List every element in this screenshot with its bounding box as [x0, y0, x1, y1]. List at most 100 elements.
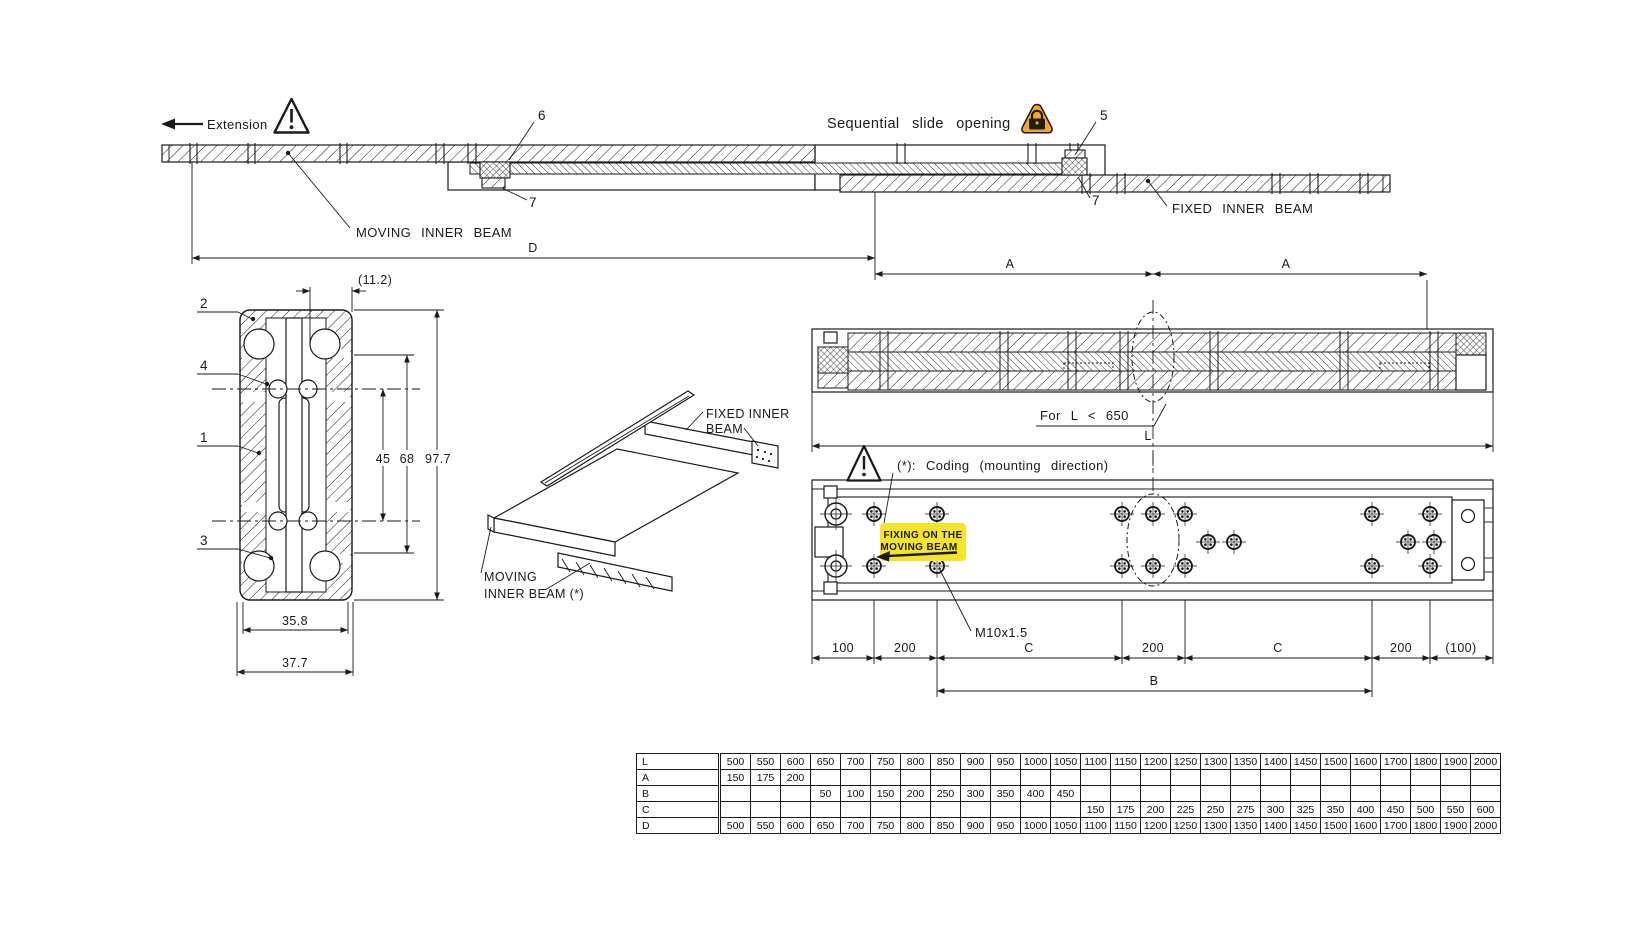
table-cell	[1320, 785, 1351, 802]
table-cell	[960, 801, 991, 818]
table-cell	[1230, 769, 1261, 786]
bolt-hole	[1173, 554, 1197, 578]
table-cell	[1170, 785, 1201, 802]
table-cell	[1200, 785, 1231, 802]
table-cell: 350	[990, 785, 1021, 802]
table-cell: 800	[900, 753, 931, 770]
table-cell: 1600	[1350, 753, 1381, 770]
table-cell	[1470, 785, 1501, 802]
table-cell: 1350	[1230, 817, 1261, 834]
mount-hole-large	[820, 550, 852, 582]
table-cell	[750, 801, 781, 818]
table-cell: 850	[930, 817, 961, 834]
table-cell	[930, 801, 961, 818]
table-cell: 900	[960, 753, 991, 770]
iso-fixed-beam-label-2: BEAM	[706, 422, 743, 436]
bolt-hole	[1196, 530, 1220, 554]
table-cell	[1020, 801, 1051, 818]
fixed-beam-section	[839, 174, 1391, 193]
table-cell: 550	[750, 753, 781, 770]
table-cell: 200	[1140, 801, 1171, 818]
inner-beam-web	[285, 317, 303, 593]
beam-rivet-ticks	[189, 143, 1369, 194]
table-cell: 300	[960, 785, 991, 802]
iso-fixed-beam-label-1: FIXED INNER	[706, 407, 790, 421]
dim-D: D	[528, 241, 537, 255]
table-cell	[1050, 769, 1081, 786]
table-cell: 150	[1080, 801, 1111, 818]
table-cell: 225	[1170, 801, 1201, 818]
part-callout-1: 1	[200, 430, 208, 445]
table-cell: 175	[750, 769, 781, 786]
bolt-hole	[862, 554, 886, 578]
table-cell	[1080, 785, 1111, 802]
isometric-view: FIXED INNER BEAM MOVING INNER BEAM (*)	[480, 390, 790, 601]
dim-100-ref: (100)	[1445, 641, 1476, 655]
row-header: A	[636, 769, 721, 786]
table-cell	[1470, 769, 1501, 786]
dim-200-a: 200	[894, 641, 916, 655]
table-cell	[960, 769, 991, 786]
table-cell	[1020, 769, 1051, 786]
ball-top-left	[243, 328, 275, 360]
dim-45: 45	[376, 452, 391, 466]
bolt-hole	[1418, 502, 1442, 526]
table-cell: 1400	[1260, 817, 1291, 834]
latch-block-5	[1061, 157, 1088, 176]
padlock-icon	[1030, 109, 1044, 119]
coding-note: (*): Coding (mounting direction)	[897, 458, 1108, 473]
table-cell	[1050, 801, 1081, 818]
table-cell	[990, 801, 1021, 818]
table-cell	[780, 785, 811, 802]
bolt-hole	[1360, 554, 1384, 578]
table-cell: 1100	[1080, 753, 1111, 770]
table-cell: 950	[990, 753, 1021, 770]
extension-arrow-icon	[161, 118, 175, 130]
table-cell	[810, 769, 841, 786]
left-arrow-icon	[876, 551, 890, 562]
table-cell: 1200	[1140, 817, 1171, 834]
ball-top-right	[309, 328, 341, 360]
table-cell	[1440, 785, 1471, 802]
row-header: L	[636, 753, 721, 770]
dim-35-8: 35.8	[282, 614, 308, 628]
table-cell: 400	[1020, 785, 1051, 802]
table-cell: 600	[780, 753, 811, 770]
cross-section-view: 2 4 1 3 (11.2) 45 68 97.7 35.8 37.7	[197, 273, 456, 676]
bolt-hole	[1418, 554, 1442, 578]
extension-label: Extension	[207, 117, 268, 132]
iso-moving-beam-label-1: MOVING	[484, 570, 537, 584]
for-l-note: For L < 650	[1040, 408, 1129, 423]
table-cell	[1200, 769, 1231, 786]
dim-97-7: 97.7	[425, 452, 451, 466]
thread-callout: M10x1.5	[975, 625, 1028, 640]
dim-A-right: A	[1282, 257, 1291, 271]
table-cell: 1800	[1410, 817, 1441, 834]
table-cell	[870, 801, 901, 818]
bolt-hole	[862, 502, 886, 526]
dim-C-a: C	[1024, 641, 1033, 655]
warning-triangle-icon-2	[846, 444, 882, 482]
table-cell: 450	[1380, 801, 1411, 818]
table-cell: 1100	[1080, 817, 1111, 834]
plan-rivet-ticks	[879, 331, 1439, 390]
table-cell: 1000	[1020, 753, 1051, 770]
table-cell: 850	[930, 753, 961, 770]
table-cell: 1500	[1320, 817, 1351, 834]
table-cell: 500	[719, 817, 751, 834]
bolt-hole	[925, 502, 949, 526]
warning-triangle-icon	[273, 97, 310, 134]
table-cell	[990, 769, 1021, 786]
table-cell: 600	[780, 817, 811, 834]
table-cell	[1410, 785, 1441, 802]
ball-bottom-left	[243, 550, 275, 582]
table-cell: 750	[870, 753, 901, 770]
table-cell: 1350	[1230, 753, 1261, 770]
sequential-warning-icon	[1021, 103, 1053, 134]
table-cell: 2000	[1470, 753, 1501, 770]
table-cell	[1380, 769, 1411, 786]
table-cell: 1150	[1110, 817, 1141, 834]
part-callout-2: 2	[200, 296, 208, 311]
